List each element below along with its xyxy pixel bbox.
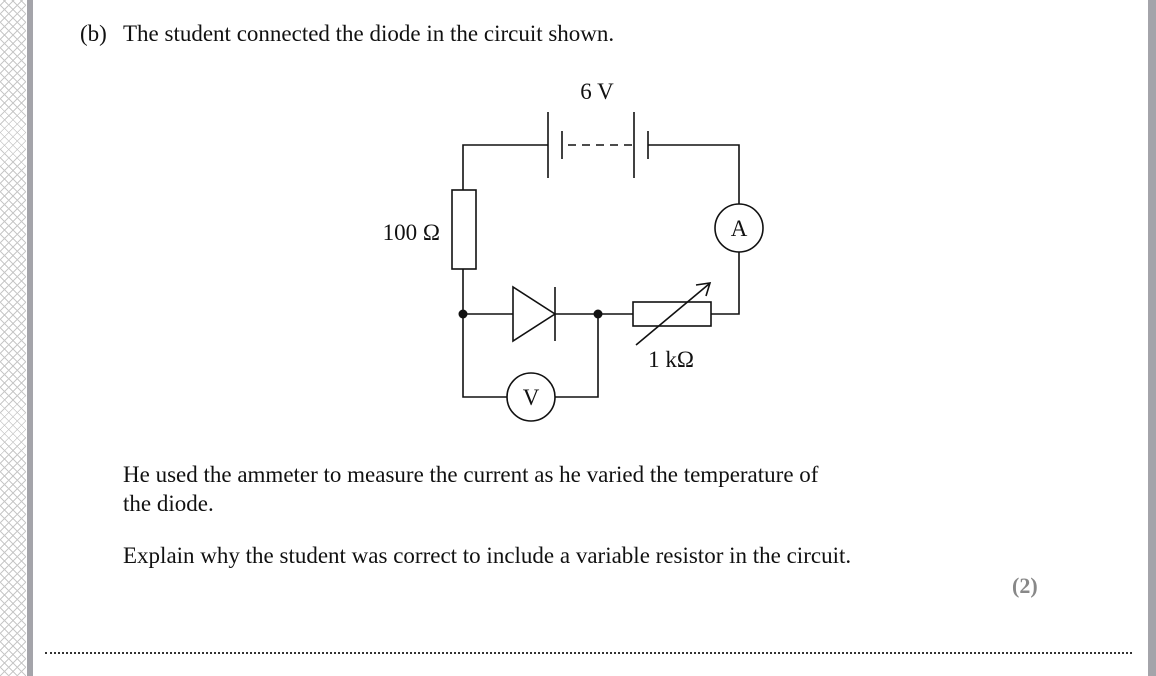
wire-voltmeter-right xyxy=(555,314,599,398)
margin-pattern xyxy=(0,0,26,676)
question-body-line1: He used the ammeter to measure the curre… xyxy=(123,462,819,487)
diode-icon xyxy=(512,285,557,343)
ammeter xyxy=(714,203,764,253)
question-part-label: (b) xyxy=(80,21,107,46)
junction-dot-right xyxy=(593,309,603,319)
wire-top-left xyxy=(462,144,548,190)
ammeter-symbol: A xyxy=(731,216,748,241)
battery-label: 6 V xyxy=(580,79,614,104)
question-body-line2: the diode. xyxy=(123,491,214,516)
wire-right-bottom xyxy=(711,252,740,315)
variable-resistor-label: 1 kΩ xyxy=(648,347,694,372)
voltmeter xyxy=(506,372,556,422)
question-task: Explain why the student was correct to i… xyxy=(123,543,852,568)
junction-dot-left xyxy=(458,309,468,319)
resistor-label: 100 Ω xyxy=(383,220,440,245)
wire-left xyxy=(462,269,507,398)
left-page-border xyxy=(27,0,33,676)
variable-arrow xyxy=(635,283,710,346)
resistor-100-ohm xyxy=(451,189,477,270)
voltmeter-symbol: V xyxy=(523,385,540,410)
marks-label: (2) xyxy=(1012,573,1038,598)
answer-line[interactable] xyxy=(45,652,1132,654)
right-page-border xyxy=(1148,0,1156,676)
variable-arrow-head xyxy=(695,282,712,297)
wire-top-right xyxy=(648,144,740,204)
question-intro: The student connected the diode in the c… xyxy=(123,21,615,46)
